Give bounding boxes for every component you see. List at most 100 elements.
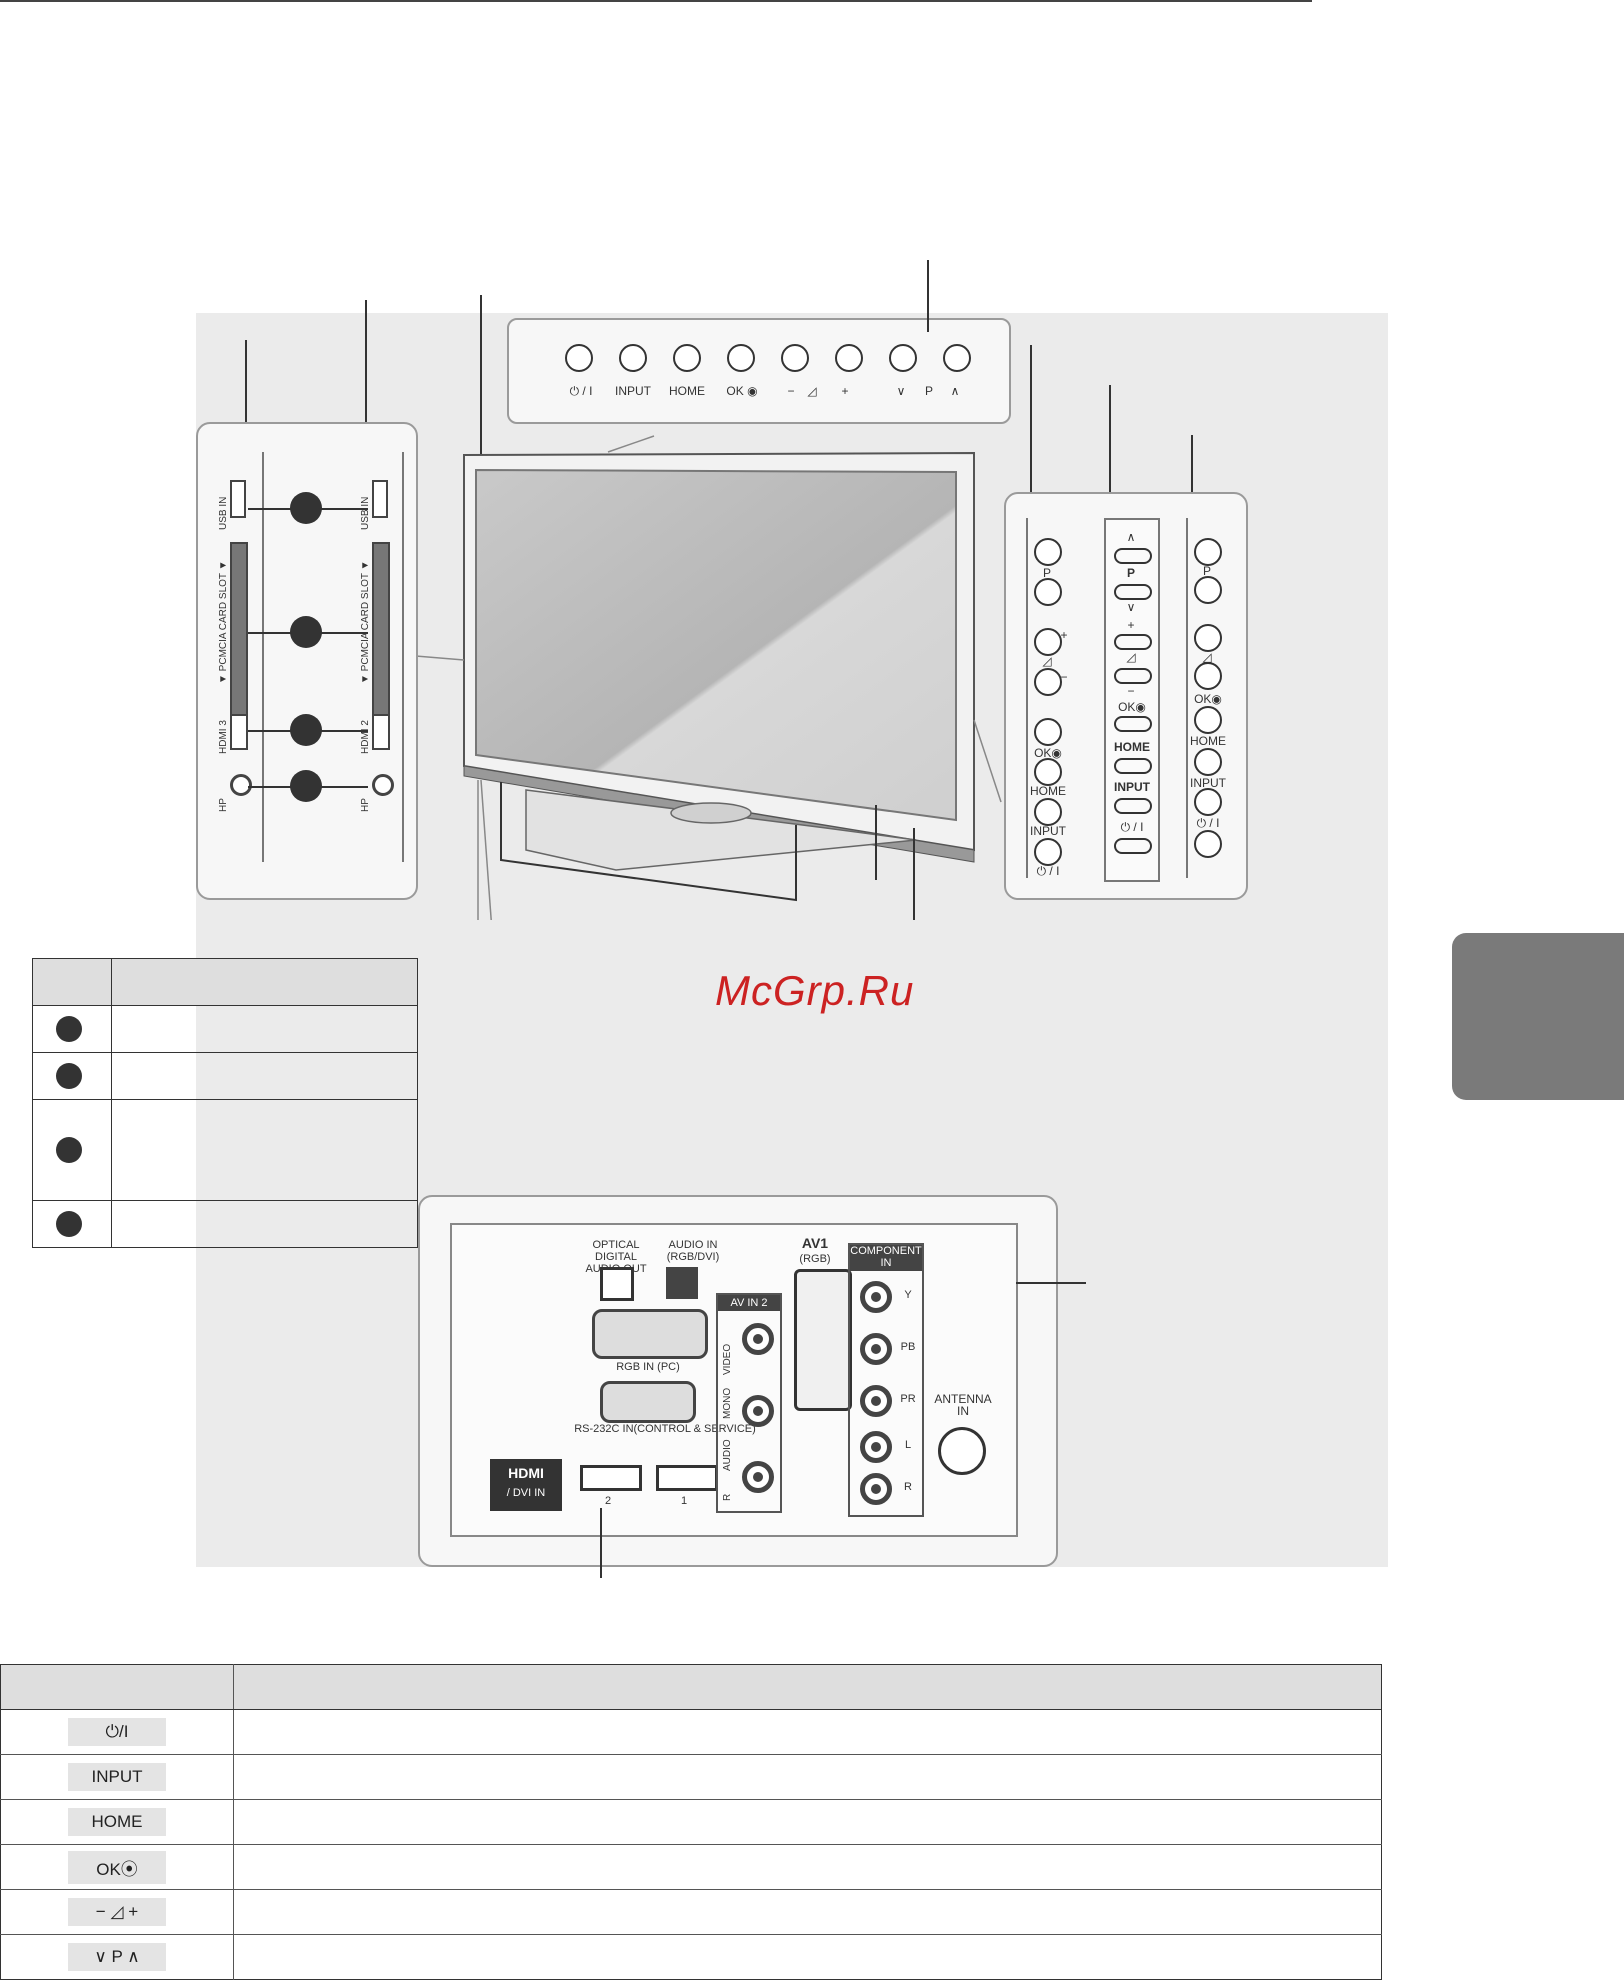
panel-a-home-label: HOME xyxy=(1030,784,1066,798)
component-r-label: R xyxy=(904,1481,912,1493)
button-table-header-symbol xyxy=(0,1664,234,1710)
hp-label-left: HP xyxy=(218,798,229,812)
hdmi2-label-right: HDMI 2 xyxy=(360,720,371,754)
volume-symbol: − ◿ + xyxy=(68,1898,166,1926)
front-label-power: ⏻ / I xyxy=(569,384,593,398)
panel-b-vol-label: ◿ xyxy=(1126,650,1136,664)
home-symbol: HOME xyxy=(68,1808,166,1836)
hdmi-port-2-label: 2 xyxy=(604,1495,612,1507)
component-label: COMPONENT IN xyxy=(850,1245,922,1271)
panel-b-voldown-icon xyxy=(1114,668,1152,684)
usb-port-left xyxy=(230,480,246,518)
av2-video-label: VIDEO xyxy=(722,1343,733,1375)
pcmcia-label-left: ▼ PCMCIA CARD SLOT ▼ xyxy=(218,560,229,684)
component-y-label: Y xyxy=(904,1289,912,1301)
panel-c-volup-icon xyxy=(1194,624,1222,652)
power-button-icon xyxy=(565,344,593,372)
panel-b-input-icon xyxy=(1114,798,1152,814)
power-description xyxy=(233,1709,1382,1755)
rs232-label: RS-232C IN(CONTROL & SERVICE) xyxy=(574,1423,756,1435)
panel-b-up-icon xyxy=(1114,548,1152,564)
panel-a-ok-icon xyxy=(1034,718,1062,746)
side-connector-panel: USB IN ▼ PCMCIA CARD SLOT ▼ HDMI 3 HP US… xyxy=(196,422,418,900)
panel-a-volup-icon xyxy=(1034,628,1062,656)
component-r-jack xyxy=(860,1473,892,1505)
usb-in-label-left: USB IN xyxy=(218,496,229,530)
control-strip-a: P + ◿ − OK◉ HOME INPUT ⏻ / I xyxy=(1026,518,1068,878)
panel-c-home-icon xyxy=(1194,748,1222,776)
panel-a-power-icon xyxy=(1034,838,1062,866)
av2-audio-r-jack xyxy=(742,1461,774,1493)
control-strip-b: ∧ P ∨ + ◿ − OK◉ HOME INPUT ⏻ / I xyxy=(1104,518,1160,882)
panel-a-plus-label: + xyxy=(1060,628,1068,642)
panel-a-input-icon xyxy=(1034,798,1062,826)
button-table-header-description xyxy=(233,1664,1382,1710)
av-in2-label: AV IN 2 xyxy=(718,1295,780,1311)
hdmi3-label-left: HDMI 3 xyxy=(218,720,229,754)
panel-c-voldown-icon xyxy=(1194,662,1222,690)
ok-description xyxy=(233,1844,1382,1890)
legend-row-4-text xyxy=(111,1200,418,1248)
panel-a-minus-label: − xyxy=(1060,670,1068,684)
rear-connection-panel: OPTICAL DIGITAL AUDIO OUT AUDIO IN (RGB/… xyxy=(418,1195,1058,1567)
volume-description xyxy=(233,1889,1382,1935)
program-description xyxy=(233,1934,1382,1980)
rs232-port xyxy=(600,1381,696,1423)
callout-marker-4 xyxy=(290,770,322,802)
panel-c-ok-label: OK◉ xyxy=(1194,692,1222,706)
ok-button-icon xyxy=(727,344,755,372)
panel-b-input-label: INPUT xyxy=(1114,780,1150,794)
front-label-plus: + xyxy=(841,384,849,398)
av2-audio-l-jack xyxy=(742,1395,774,1427)
panel-a-down-icon xyxy=(1034,578,1062,606)
side-jack-strip-left xyxy=(212,452,264,862)
panel-a-home-icon xyxy=(1034,758,1062,786)
panel-b-ok-icon xyxy=(1114,716,1152,732)
legend-row-2-marker xyxy=(32,1052,112,1100)
panel-b-volup-icon xyxy=(1114,634,1152,650)
watermark: McGrp.Ru xyxy=(715,967,915,1014)
callout-marker-1 xyxy=(290,492,322,524)
front-label-input: INPUT xyxy=(615,384,651,398)
component-pb-label: PB xyxy=(900,1341,916,1353)
legend-header-number xyxy=(32,958,112,1006)
input-symbol-cell: INPUT xyxy=(0,1754,234,1800)
panel-c-home-label: HOME xyxy=(1190,734,1226,748)
callout-marker-3 xyxy=(290,714,322,746)
rear-leader-right xyxy=(1016,1282,1086,1284)
panel-c-p-label: P xyxy=(1202,564,1211,578)
ok-symbol-cell: OK⦿ xyxy=(0,1844,234,1890)
audio-in-jack xyxy=(666,1267,698,1299)
panel-a-p-label: P xyxy=(1042,566,1051,580)
power-symbol: ⏻/I xyxy=(68,1718,166,1746)
front-label-down: ∨ xyxy=(896,384,906,398)
component-l-label: L xyxy=(904,1439,912,1451)
panel-c-up-icon xyxy=(1194,538,1222,566)
panel-a-vol-label: ◿ xyxy=(1042,654,1052,668)
side-control-panels: P + ◿ − OK◉ HOME INPUT ⏻ / I ∧ P ∨ + ◿ −… xyxy=(1004,492,1248,900)
usb-in-label-right: USB IN xyxy=(360,496,371,530)
hp-label-right: HP xyxy=(360,798,371,812)
power-symbol-cell: ⏻/I xyxy=(0,1709,234,1755)
panel-c-input-icon xyxy=(1194,788,1222,816)
panel-b-down-label: ∨ xyxy=(1126,600,1136,614)
av2-video-jack xyxy=(742,1323,774,1355)
panel-b-down-icon xyxy=(1114,584,1152,600)
front-label-volume: ◿ xyxy=(807,384,817,398)
panel-a-ok-label: OK◉ xyxy=(1034,746,1062,760)
panel-b-home-label: HOME xyxy=(1114,740,1150,754)
tv-illustration xyxy=(245,260,1193,920)
panel-c-down-icon xyxy=(1194,576,1222,604)
program-up-button-icon xyxy=(943,344,971,372)
pcmcia-slot-left xyxy=(230,542,248,716)
antenna-port xyxy=(938,1427,986,1475)
usb-port-right xyxy=(372,480,388,518)
panel-c-power-label: ⏻ / I xyxy=(1196,816,1220,830)
legend-row-3-text xyxy=(111,1099,418,1201)
hdmi-port-1 xyxy=(656,1465,718,1491)
panel-a-up-icon xyxy=(1034,538,1062,566)
home-button-icon xyxy=(673,344,701,372)
hdmi-port-left xyxy=(230,714,248,750)
pcmcia-label-right: ▼ PCMCIA CARD SLOT ▼ xyxy=(360,560,371,684)
hdmi-dvi-label: / DVI IN xyxy=(506,1487,546,1499)
